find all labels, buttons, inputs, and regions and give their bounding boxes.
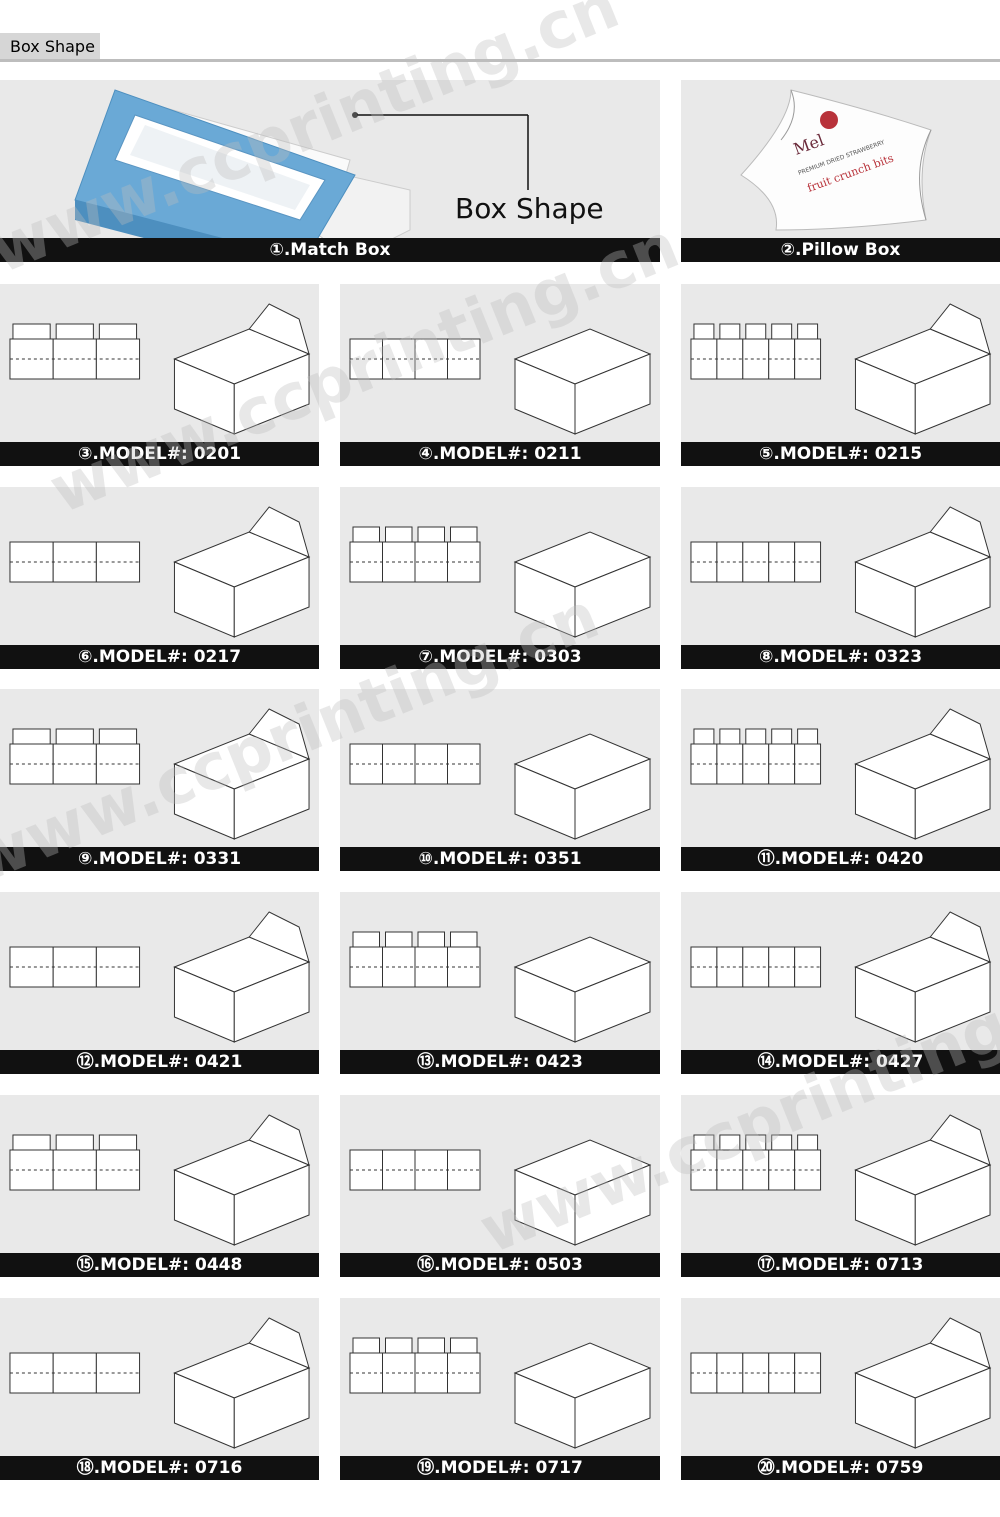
model-caption: ⑩.MODEL#: 0351	[340, 847, 660, 871]
model-caption: ⑪.MODEL#: 0420	[681, 847, 1000, 871]
model-panel: ⑱.MODEL#: 0716	[0, 1298, 319, 1480]
caption-match-box: ①.Match Box	[0, 238, 660, 262]
model-caption: ⑭.MODEL#: 0427	[681, 1050, 1000, 1074]
box-dieline-diagram	[690, 506, 992, 638]
model-caption: ⑤.MODEL#: 0215	[681, 442, 1000, 466]
model-caption: ⑥.MODEL#: 0217	[0, 645, 319, 669]
box-dieline-diagram	[690, 1114, 992, 1246]
box-dieline-diagram	[349, 931, 652, 1043]
model-panel: ⑯.MODEL#: 0503	[340, 1095, 660, 1277]
model-panel: ⑤.MODEL#: 0215	[681, 284, 1000, 466]
box-dieline-diagram	[690, 1317, 992, 1449]
model-caption: ⑮.MODEL#: 0448	[0, 1253, 319, 1277]
box-dieline-diagram	[690, 303, 992, 435]
box-dieline-diagram	[349, 526, 652, 638]
box-dieline-diagram	[349, 328, 652, 435]
pillow-box-panel: Mel PREMIUM DRIED STRAWBERRY fruit crunc…	[681, 80, 1000, 262]
model-panel: ⑦.MODEL#: 0303	[340, 487, 660, 669]
model-panel: ⑨.MODEL#: 0331	[0, 689, 319, 871]
box-dieline-diagram	[690, 708, 992, 840]
section-header-tab: Box Shape	[0, 33, 100, 60]
model-panel: ⑲.MODEL#: 0717	[340, 1298, 660, 1480]
box-dieline-diagram	[349, 1337, 652, 1449]
model-caption: ⑬.MODEL#: 0423	[340, 1050, 660, 1074]
box-dieline-diagram	[9, 1317, 311, 1449]
model-caption: ⑫.MODEL#: 0421	[0, 1050, 319, 1074]
box-dieline-diagram	[9, 1114, 311, 1246]
model-panel: ⑰.MODEL#: 0713	[681, 1095, 1000, 1277]
model-panel: ⑮.MODEL#: 0448	[0, 1095, 319, 1277]
model-caption: ⑯.MODEL#: 0503	[340, 1253, 660, 1277]
box-dieline-diagram	[9, 911, 311, 1043]
model-caption: ⑧.MODEL#: 0323	[681, 645, 1000, 669]
box-dieline-diagram	[349, 733, 652, 840]
model-caption: ⑳.MODEL#: 0759	[681, 1456, 1000, 1480]
model-caption: ⑲.MODEL#: 0717	[340, 1456, 660, 1480]
match-box-illustration	[74, 89, 529, 262]
match-box-panel: Box Shape ①.Match Box	[0, 80, 660, 262]
model-panel: ③.MODEL#: 0201	[0, 284, 319, 466]
model-caption: ⑱.MODEL#: 0716	[0, 1456, 319, 1480]
section-header-rule	[0, 59, 1000, 62]
model-panel: ⑫.MODEL#: 0421	[0, 892, 319, 1074]
model-panel: ⑩.MODEL#: 0351	[340, 689, 660, 871]
box-dieline-diagram	[9, 506, 311, 638]
model-panel: ⑬.MODEL#: 0423	[340, 892, 660, 1074]
caption-pillow-box: ②.Pillow Box	[681, 238, 1000, 262]
model-caption: ⑦.MODEL#: 0303	[340, 645, 660, 669]
box-dieline-diagram	[349, 1139, 652, 1246]
model-caption: ③.MODEL#: 0201	[0, 442, 319, 466]
model-panel: ⑪.MODEL#: 0420	[681, 689, 1000, 871]
model-caption: ⑰.MODEL#: 0713	[681, 1253, 1000, 1277]
box-dieline-diagram	[9, 303, 311, 435]
model-panel: ④.MODEL#: 0211	[340, 284, 660, 466]
model-caption: ④.MODEL#: 0211	[340, 442, 660, 466]
model-panel: ⑧.MODEL#: 0323	[681, 487, 1000, 669]
pillow-box-illustration: Mel PREMIUM DRIED STRAWBERRY fruit crunc…	[740, 89, 932, 231]
model-panel: ⑳.MODEL#: 0759	[681, 1298, 1000, 1480]
model-caption: ⑨.MODEL#: 0331	[0, 847, 319, 871]
box-dieline-diagram	[690, 911, 992, 1043]
model-panel: ⑥.MODEL#: 0217	[0, 487, 319, 669]
callout-label: Box Shape	[455, 192, 604, 225]
box-dieline-diagram	[9, 708, 311, 840]
model-panel: ⑭.MODEL#: 0427	[681, 892, 1000, 1074]
